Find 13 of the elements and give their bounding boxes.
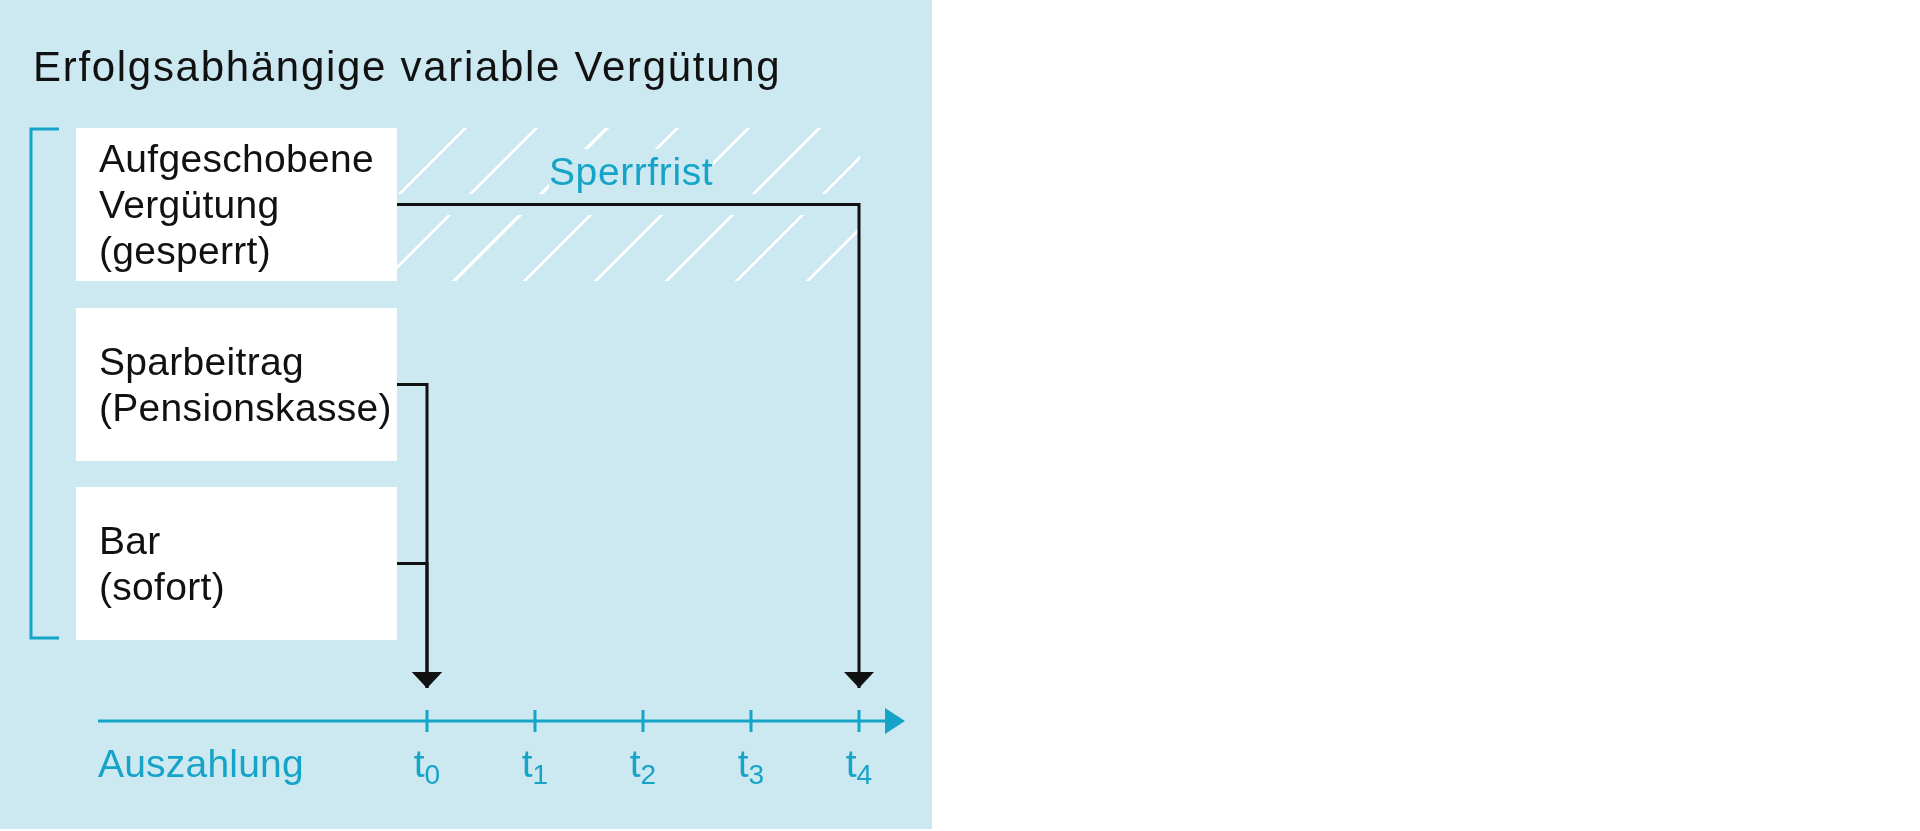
arrow [397, 562, 442, 688]
tick-label: t$_{1}$ [521, 741, 549, 787]
diagram-title: Erfolgsabhängige variable Vergütung [33, 43, 782, 91]
tick-label: t$_{4}$ [845, 741, 873, 787]
component-box: Aufgeschobene Vergütung (gesperrt) [76, 128, 397, 281]
tick-label: t$_{0}$ [413, 741, 441, 787]
component-box: Bar (sofort) [76, 487, 397, 640]
arrow [397, 203, 874, 688]
component-box: Sparbeitrag (Pensionskasse) [76, 308, 397, 461]
period-label: Sperrfrist [549, 149, 714, 195]
axis-label: Auszahlung [98, 741, 304, 787]
tick-label: t$_{2}$ [629, 741, 657, 787]
tick-label: t$_{3}$ [737, 741, 765, 787]
